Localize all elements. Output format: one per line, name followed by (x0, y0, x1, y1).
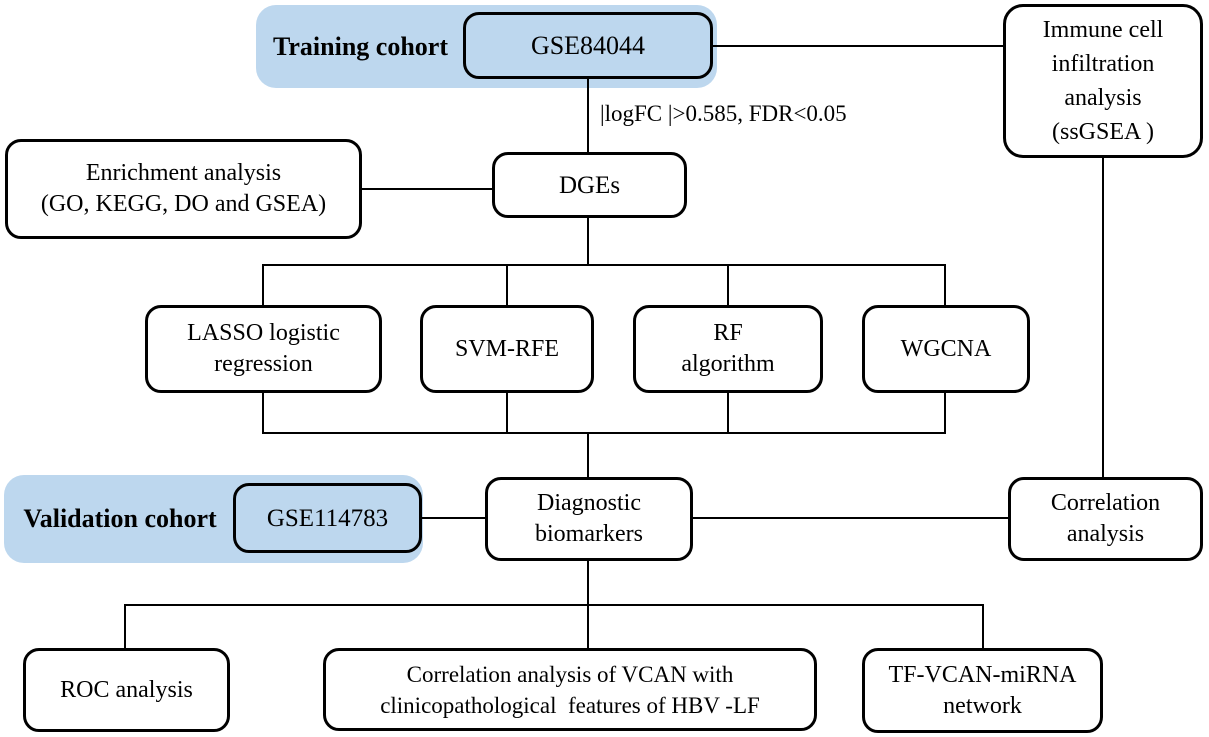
correlation-line-2: analysis (1066, 521, 1145, 547)
dges-text: DGEs (558, 171, 621, 199)
node-svm-rfe: SVM-RFE (420, 305, 594, 393)
node-correlation-analysis: Correlation analysis (1008, 477, 1203, 561)
stem-gse84044-dges (587, 78, 589, 154)
gse114783-text: GSE114783 (266, 504, 389, 532)
node-dges: DGEs (492, 152, 687, 218)
node-enrichment-analysis: Enrichment analysis (GO, KEGG, DO and GS… (5, 139, 362, 239)
lasso-line-2: regression (214, 351, 313, 377)
node-gse114783: GSE114783 (233, 483, 422, 553)
tf-line-2: network (943, 692, 1022, 719)
tf-line-1: TF-VCAN-miRNA (888, 661, 1077, 688)
line-immune-correlation (1102, 157, 1104, 478)
rise-line-wgcna (944, 391, 946, 433)
enrichment-line-2: (GO, KEGG, DO and GSEA) (40, 191, 327, 217)
connector-gse84044-immune (713, 45, 1003, 47)
diagnostic-line-2: biomarkers (535, 521, 643, 547)
node-immune-infiltration: Immune cell infiltration analysis (ssGSE… (1003, 4, 1203, 158)
diagnostic-line-1: Diagnostic (537, 490, 641, 516)
stem-branch-diagnostic (587, 433, 589, 478)
vcan-line-2: clinicopathological features of HBV -LF (380, 692, 760, 718)
node-lasso: LASSO logistic regression (145, 305, 382, 393)
node-rf-algorithm: RF algorithm (633, 305, 823, 393)
branch-line-mid (262, 432, 946, 434)
node-wgcna: WGCNA (862, 305, 1030, 393)
drop-line-tf (982, 605, 984, 649)
rise-line-lasso (262, 391, 264, 433)
rise-line-svm (506, 391, 508, 433)
connector-gse114783-diagnostic (422, 517, 485, 519)
node-diagnostic-biomarkers: Diagnostic biomarkers (485, 477, 693, 561)
validation-cohort-label: Validation cohort (23, 504, 217, 533)
vcan-line-1: Correlation analysis of VCAN with (406, 661, 734, 687)
immune-line-4: (ssGSEA ) (1051, 119, 1154, 145)
logfc-filter-label: |logFC |>0.585, FDR<0.05 (600, 101, 847, 126)
stem-dges-branch (587, 217, 589, 266)
enrichment-line-1: Enrichment analysis (85, 160, 282, 186)
node-vcan-clinicopathological: Correlation analysis of VCAN with clinic… (323, 648, 817, 731)
drop-line-vcan (587, 605, 589, 649)
wgcna-text: WGCNA (900, 335, 992, 362)
drop-line-roc (124, 605, 126, 649)
node-tf-vcan-mirna: TF-VCAN-miRNA network (862, 648, 1103, 733)
drop-line-rf (727, 265, 729, 307)
node-gse84044: GSE84044 (463, 12, 713, 79)
rise-line-rf (727, 391, 729, 433)
drop-line-svm (506, 265, 508, 307)
immune-line-1: Immune cell (1042, 17, 1164, 43)
rf-line-2: algorithm (681, 351, 775, 377)
correlation-line-1: Correlation (1050, 490, 1161, 516)
gse84044-text: GSE84044 (530, 31, 646, 60)
immune-line-2: infiltration (1051, 51, 1155, 77)
rf-line-1: RF (713, 320, 743, 346)
connector-enrichment-dges (362, 188, 492, 190)
connector-diagnostic-correlation (693, 517, 1008, 519)
roc-text: ROC analysis (60, 676, 193, 703)
stem-diagnostic-down (587, 560, 589, 605)
training-cohort-label: Training cohort (272, 31, 449, 61)
drop-line-lasso (262, 265, 264, 307)
lasso-line-1: LASSO logistic (187, 320, 340, 346)
branch-line-bottom (124, 604, 984, 606)
drop-line-wgcna (944, 265, 946, 307)
svm-text: SVM-RFE (454, 335, 560, 362)
immune-line-3: analysis (1064, 85, 1142, 111)
node-roc-analysis: ROC analysis (23, 648, 230, 732)
branch-line-top (262, 264, 946, 266)
